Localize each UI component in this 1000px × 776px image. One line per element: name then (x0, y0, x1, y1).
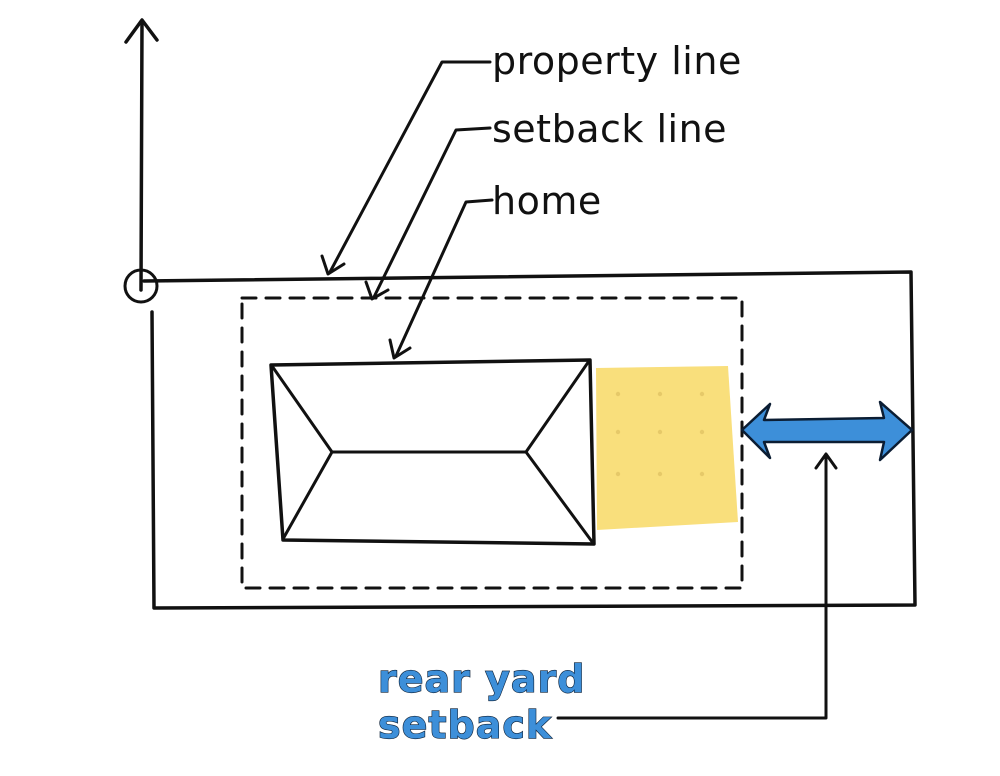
origin-marker-icon (123, 268, 159, 304)
rear-yard-setback-label-line2: setback (378, 703, 552, 747)
property-line-outline (142, 270, 917, 610)
setback-line-outline (240, 296, 744, 590)
property-line-leader (320, 60, 492, 276)
property-line-label: property line (492, 39, 742, 83)
home-leader (388, 198, 494, 360)
home-label: home (492, 179, 602, 223)
home-roof-plan (269, 358, 596, 546)
double-headed-arrow-icon (740, 400, 914, 462)
rear-yard-setback-leader (556, 452, 838, 720)
setback-line-leader (364, 126, 492, 301)
garage-block (596, 366, 738, 530)
setback-line-label: setback line (492, 107, 727, 151)
north-arrow-icon (124, 18, 159, 292)
rear-yard-setback-label-line1: rear yard (378, 657, 585, 701)
